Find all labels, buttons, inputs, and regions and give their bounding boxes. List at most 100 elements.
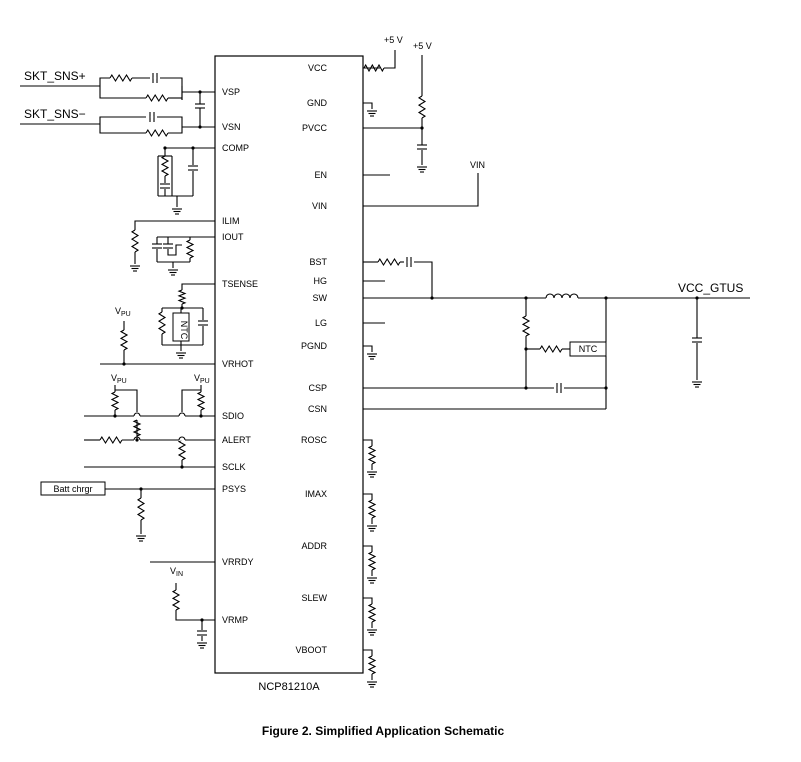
resistor — [145, 93, 169, 103]
wire — [363, 649, 373, 656]
junction-dot — [191, 146, 195, 150]
junction-dot — [524, 386, 528, 390]
capacitor — [195, 103, 205, 109]
resistor — [363, 63, 385, 73]
ground-symbol — [367, 681, 377, 688]
crossover-hop — [133, 436, 141, 441]
ground-symbol — [168, 269, 178, 276]
junction-dot — [430, 296, 434, 300]
resistor — [177, 439, 187, 461]
wire — [363, 597, 373, 604]
pin-label: SLEW — [301, 593, 327, 603]
junction-dot — [135, 438, 139, 442]
chip-name: NCP81210A — [258, 681, 320, 693]
ground-symbol — [130, 265, 140, 272]
ground-symbol — [367, 471, 377, 478]
resistor — [160, 155, 170, 177]
capacitor — [163, 243, 173, 249]
resistor — [130, 229, 140, 253]
junction-dot — [180, 465, 184, 469]
ground-symbol — [367, 629, 377, 636]
wire — [181, 389, 201, 412]
wire — [363, 493, 373, 500]
capacitor-gap — [557, 387, 561, 389]
capacitor — [160, 183, 170, 189]
wire — [157, 116, 183, 127]
wire — [181, 283, 215, 290]
wire — [99, 86, 146, 99]
capacitor — [188, 165, 198, 171]
ground-symbol — [367, 353, 377, 360]
wire — [99, 77, 110, 86]
resistor — [521, 315, 531, 337]
pin-label: TSENSE — [222, 279, 258, 289]
resistor — [136, 497, 146, 521]
pin-label: EN — [314, 170, 327, 180]
resistor — [110, 391, 120, 411]
pin-label: BST — [309, 257, 327, 267]
pin-label: VCC — [308, 63, 328, 73]
crossover-gap — [134, 415, 140, 417]
crossover-hop — [178, 436, 186, 441]
capacitor — [152, 243, 162, 249]
capacitor-gap — [192, 166, 194, 170]
ntc-left-label: NTC — [179, 321, 189, 340]
wire — [363, 439, 373, 446]
pin-label: PGND — [301, 341, 328, 351]
net-label-vcc-gtus: VCC_GTUS — [678, 281, 743, 295]
net-label-skt-sns-pos: SKT_SNS+ — [24, 69, 86, 83]
wire — [363, 345, 373, 352]
resistor — [367, 499, 377, 519]
pin-label: HG — [314, 276, 328, 286]
capacitor — [417, 144, 427, 150]
wire — [134, 220, 215, 230]
net-label-vpu-3: VPU — [194, 373, 210, 385]
capacitor — [152, 73, 158, 83]
figure-caption: Figure 2. Simplified Application Schemat… — [262, 724, 505, 738]
resistor — [177, 289, 187, 305]
junction-dot — [198, 90, 202, 94]
capacitor-gap — [199, 104, 201, 108]
resistor — [171, 589, 181, 611]
pin-label: VIN — [312, 201, 327, 211]
capacitor-gap — [407, 261, 411, 263]
resistor — [417, 95, 427, 119]
battery-charger-label: Batt chrgr — [53, 484, 92, 494]
wire — [384, 50, 396, 69]
resistor — [539, 344, 563, 354]
resistor — [145, 128, 169, 138]
pin-label: SCLK — [222, 462, 246, 472]
resistor — [196, 391, 206, 411]
resistor — [367, 655, 377, 675]
pin-label: PSYS — [222, 484, 246, 494]
pin-label: COMP — [222, 143, 249, 153]
junction-dot — [122, 362, 126, 366]
junction-dot — [163, 146, 167, 150]
junction-dot — [200, 618, 204, 622]
pin-label: VBOOT — [295, 645, 327, 655]
net-label-vin: VIN — [470, 160, 485, 170]
resistor — [119, 329, 129, 351]
net-label-vin-vrmp: VIN — [170, 566, 183, 578]
junction-dot — [180, 306, 184, 310]
wire — [168, 127, 183, 134]
wire — [99, 124, 146, 134]
junction-dot — [420, 126, 424, 130]
pin-labels: VSPVSNCOMPILIMIOUTTSENSEVRHOTSDIOALERTSC… — [222, 63, 328, 655]
wire — [99, 116, 146, 124]
resistor — [367, 445, 377, 465]
crossover-gap — [179, 439, 185, 441]
junction-dot — [604, 296, 608, 300]
wire — [115, 389, 138, 412]
pin-label: CSN — [308, 404, 327, 414]
resistor — [367, 603, 377, 623]
junction-dot — [113, 414, 117, 418]
wire — [363, 173, 479, 207]
junction-dot — [524, 296, 528, 300]
pin-label: VSP — [222, 87, 240, 97]
ground-symbol — [367, 525, 377, 532]
pin-label: ALERT — [222, 435, 251, 445]
capacitor — [149, 112, 155, 122]
net-label-vpu-1: VPU — [115, 306, 131, 318]
